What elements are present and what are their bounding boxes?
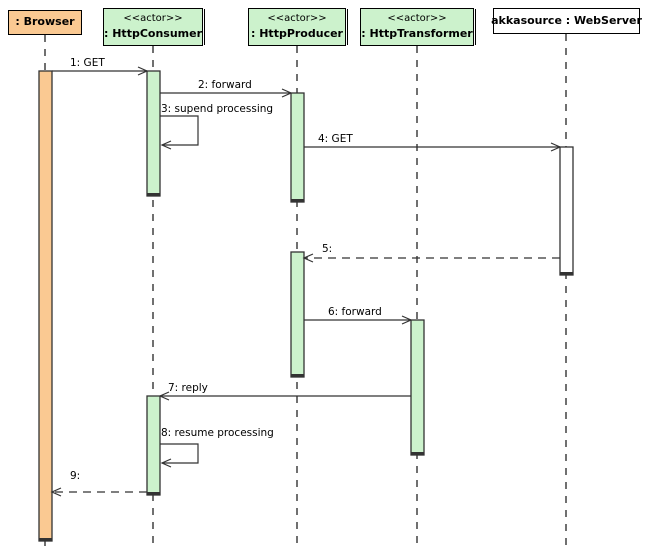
lifeline-stereotype-httptransformer: <<actor>> — [387, 13, 447, 24]
lifeline-header-httpproducer[interactable]: <<actor>> : HttpProducer — [248, 8, 346, 46]
message-label-4: 4: GET — [318, 133, 353, 145]
message-label-2: 2: forward — [198, 79, 252, 91]
lifeline-header-httpconsumer[interactable]: <<actor>> : HttpConsumer — [103, 8, 203, 46]
message-layer — [50, 66, 562, 497]
message-3-self-arrow[interactable] — [160, 115, 199, 150]
lifeline-stereotype-httpconsumer: <<actor>> — [123, 13, 183, 24]
lifeline-name-httpproducer: : HttpProducer — [251, 26, 343, 40]
lifeline-name-browser: : Browser — [15, 15, 75, 29]
activation-httpconsumer-2[interactable] — [146, 395, 161, 496]
lifeline-header-webserver[interactable]: akkasource : WebServer — [491, 8, 642, 34]
message-label-6: 6: forward — [328, 306, 382, 318]
lifeline-name-httptransformer: : HttpTransformer — [361, 26, 473, 40]
message-label-3: 3: supend processing — [161, 103, 274, 115]
activation-layer — [38, 70, 574, 542]
lifeline-name-webserver: akkasource : WebServer — [491, 13, 642, 27]
activation-httpproducer-1[interactable] — [290, 92, 305, 203]
lifeline-header-httptransformer[interactable]: <<actor>> : HttpTransformer — [360, 8, 474, 46]
activation-foot-browser-1 — [39, 538, 52, 541]
lifeline-header-browser[interactable]: : Browser — [8, 10, 82, 35]
activation-foot-httpproducer-1 — [291, 199, 304, 202]
activation-foot-webserver-1 — [560, 272, 573, 275]
lifeline-layer — [44, 34, 567, 548]
lifeline-stereotype-httpproducer: <<actor>> — [267, 13, 327, 24]
activation-foot-httpconsumer-1 — [147, 193, 160, 196]
activation-webserver-1[interactable] — [559, 146, 574, 276]
activation-foot-httpconsumer-2 — [147, 492, 160, 495]
activation-foot-httpproducer-2 — [291, 374, 304, 377]
message-label-9: 9: — [70, 470, 81, 482]
message-label-5: 5: — [322, 243, 333, 255]
message-8-self-arrow[interactable] — [160, 443, 199, 468]
activation-httptransformer-1[interactable] — [410, 319, 425, 456]
activation-browser-1[interactable] — [38, 70, 53, 542]
activation-httpproducer-2[interactable] — [290, 251, 305, 378]
activation-httpconsumer-1[interactable] — [146, 70, 161, 197]
lifeline-name-httpconsumer: : HttpConsumer — [104, 26, 203, 40]
message-label-7: 7: reply — [168, 382, 208, 394]
message-label-1: 1: GET — [70, 57, 105, 69]
activation-foot-httptransformer-1 — [411, 452, 424, 455]
message-label-8: 8: resume processing — [161, 427, 274, 439]
